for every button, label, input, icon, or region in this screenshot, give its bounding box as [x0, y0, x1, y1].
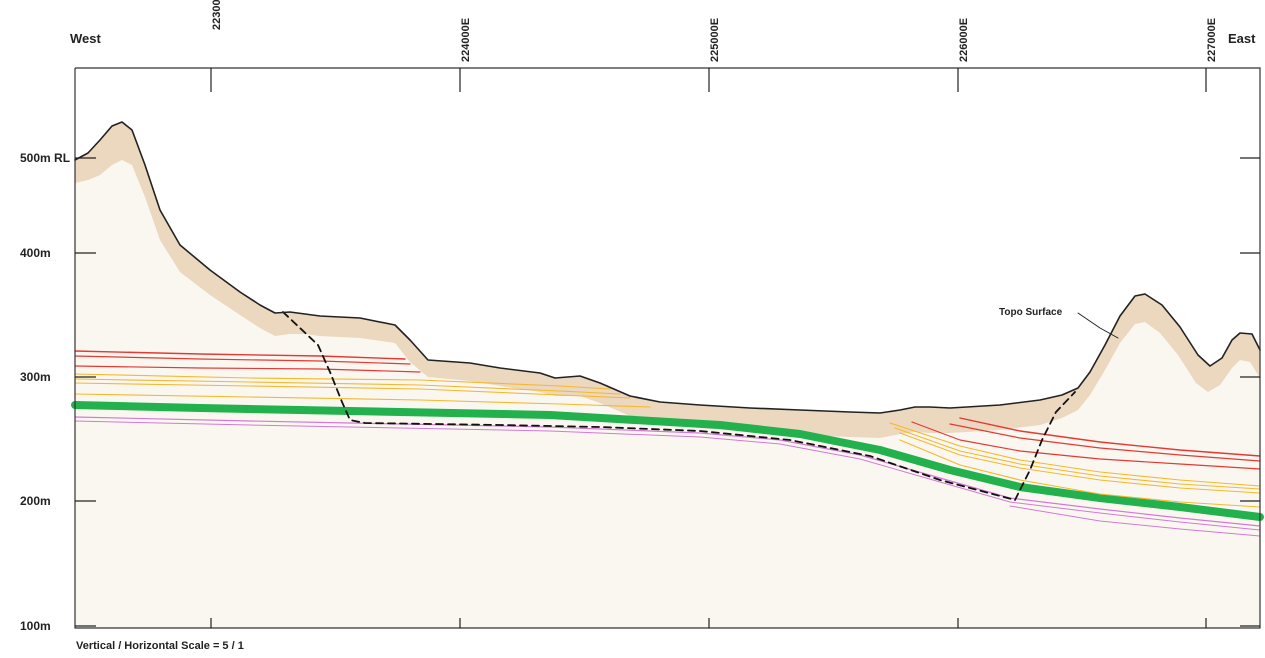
easting-label-223000: 223000E [211, 0, 223, 30]
yellow-seam-east-4 [899, 439, 1261, 508]
yellow-seam-east-1 [889, 422, 1261, 487]
ground-fill [75, 122, 1260, 628]
topo-surface-leader [1077, 312, 1119, 339]
red-seam-east-1 [911, 421, 1261, 470]
fault-east [1014, 391, 1076, 501]
easting-label-225000: 225000E [709, 17, 721, 62]
elev-label-400: 400m [20, 246, 51, 260]
red-seam-west-2 [74, 355, 411, 365]
yellow-seam-east-2 [894, 427, 1261, 490]
topo-surface-label: Topo Surface [999, 307, 1063, 318]
elev-label-100: 100m [20, 619, 51, 633]
pink-seam-3 [1009, 505, 1261, 537]
green-seam [71, 401, 1264, 521]
red-seam-west-3 [74, 365, 421, 373]
red-seam-east-3 [949, 423, 1261, 462]
yellow-seam-west-4 [74, 393, 651, 408]
easting-label-226000: 226000E [958, 17, 970, 62]
elev-label-500: 500m RL [20, 151, 71, 165]
easting-label-227000: 227000E [1206, 17, 1218, 62]
yellow-seam-west-3 [74, 382, 631, 399]
elev-label-300: 300m [20, 370, 51, 384]
topo-surface-line [74, 121, 1261, 414]
yellow-seam-east-3 [899, 432, 1261, 494]
west-label: West [70, 31, 101, 46]
pink-seam-1 [74, 416, 1261, 527]
red-seam-east-2 [959, 417, 1261, 457]
yellow-seam-west-2 [74, 378, 621, 395]
east-label: East [1228, 31, 1256, 46]
easting-label-224000: 224000E [460, 17, 472, 62]
elev-label-200: 200m [20, 494, 51, 508]
section-frame [74, 67, 1261, 629]
red-seam-west-1 [74, 350, 406, 360]
scale-caption: Vertical / Horizontal Scale = 5 / 1 [76, 640, 244, 652]
yellow-seam-west-1 [74, 373, 611, 390]
fault-west [282, 311, 1016, 501]
pink-seam-2 [74, 420, 1261, 531]
